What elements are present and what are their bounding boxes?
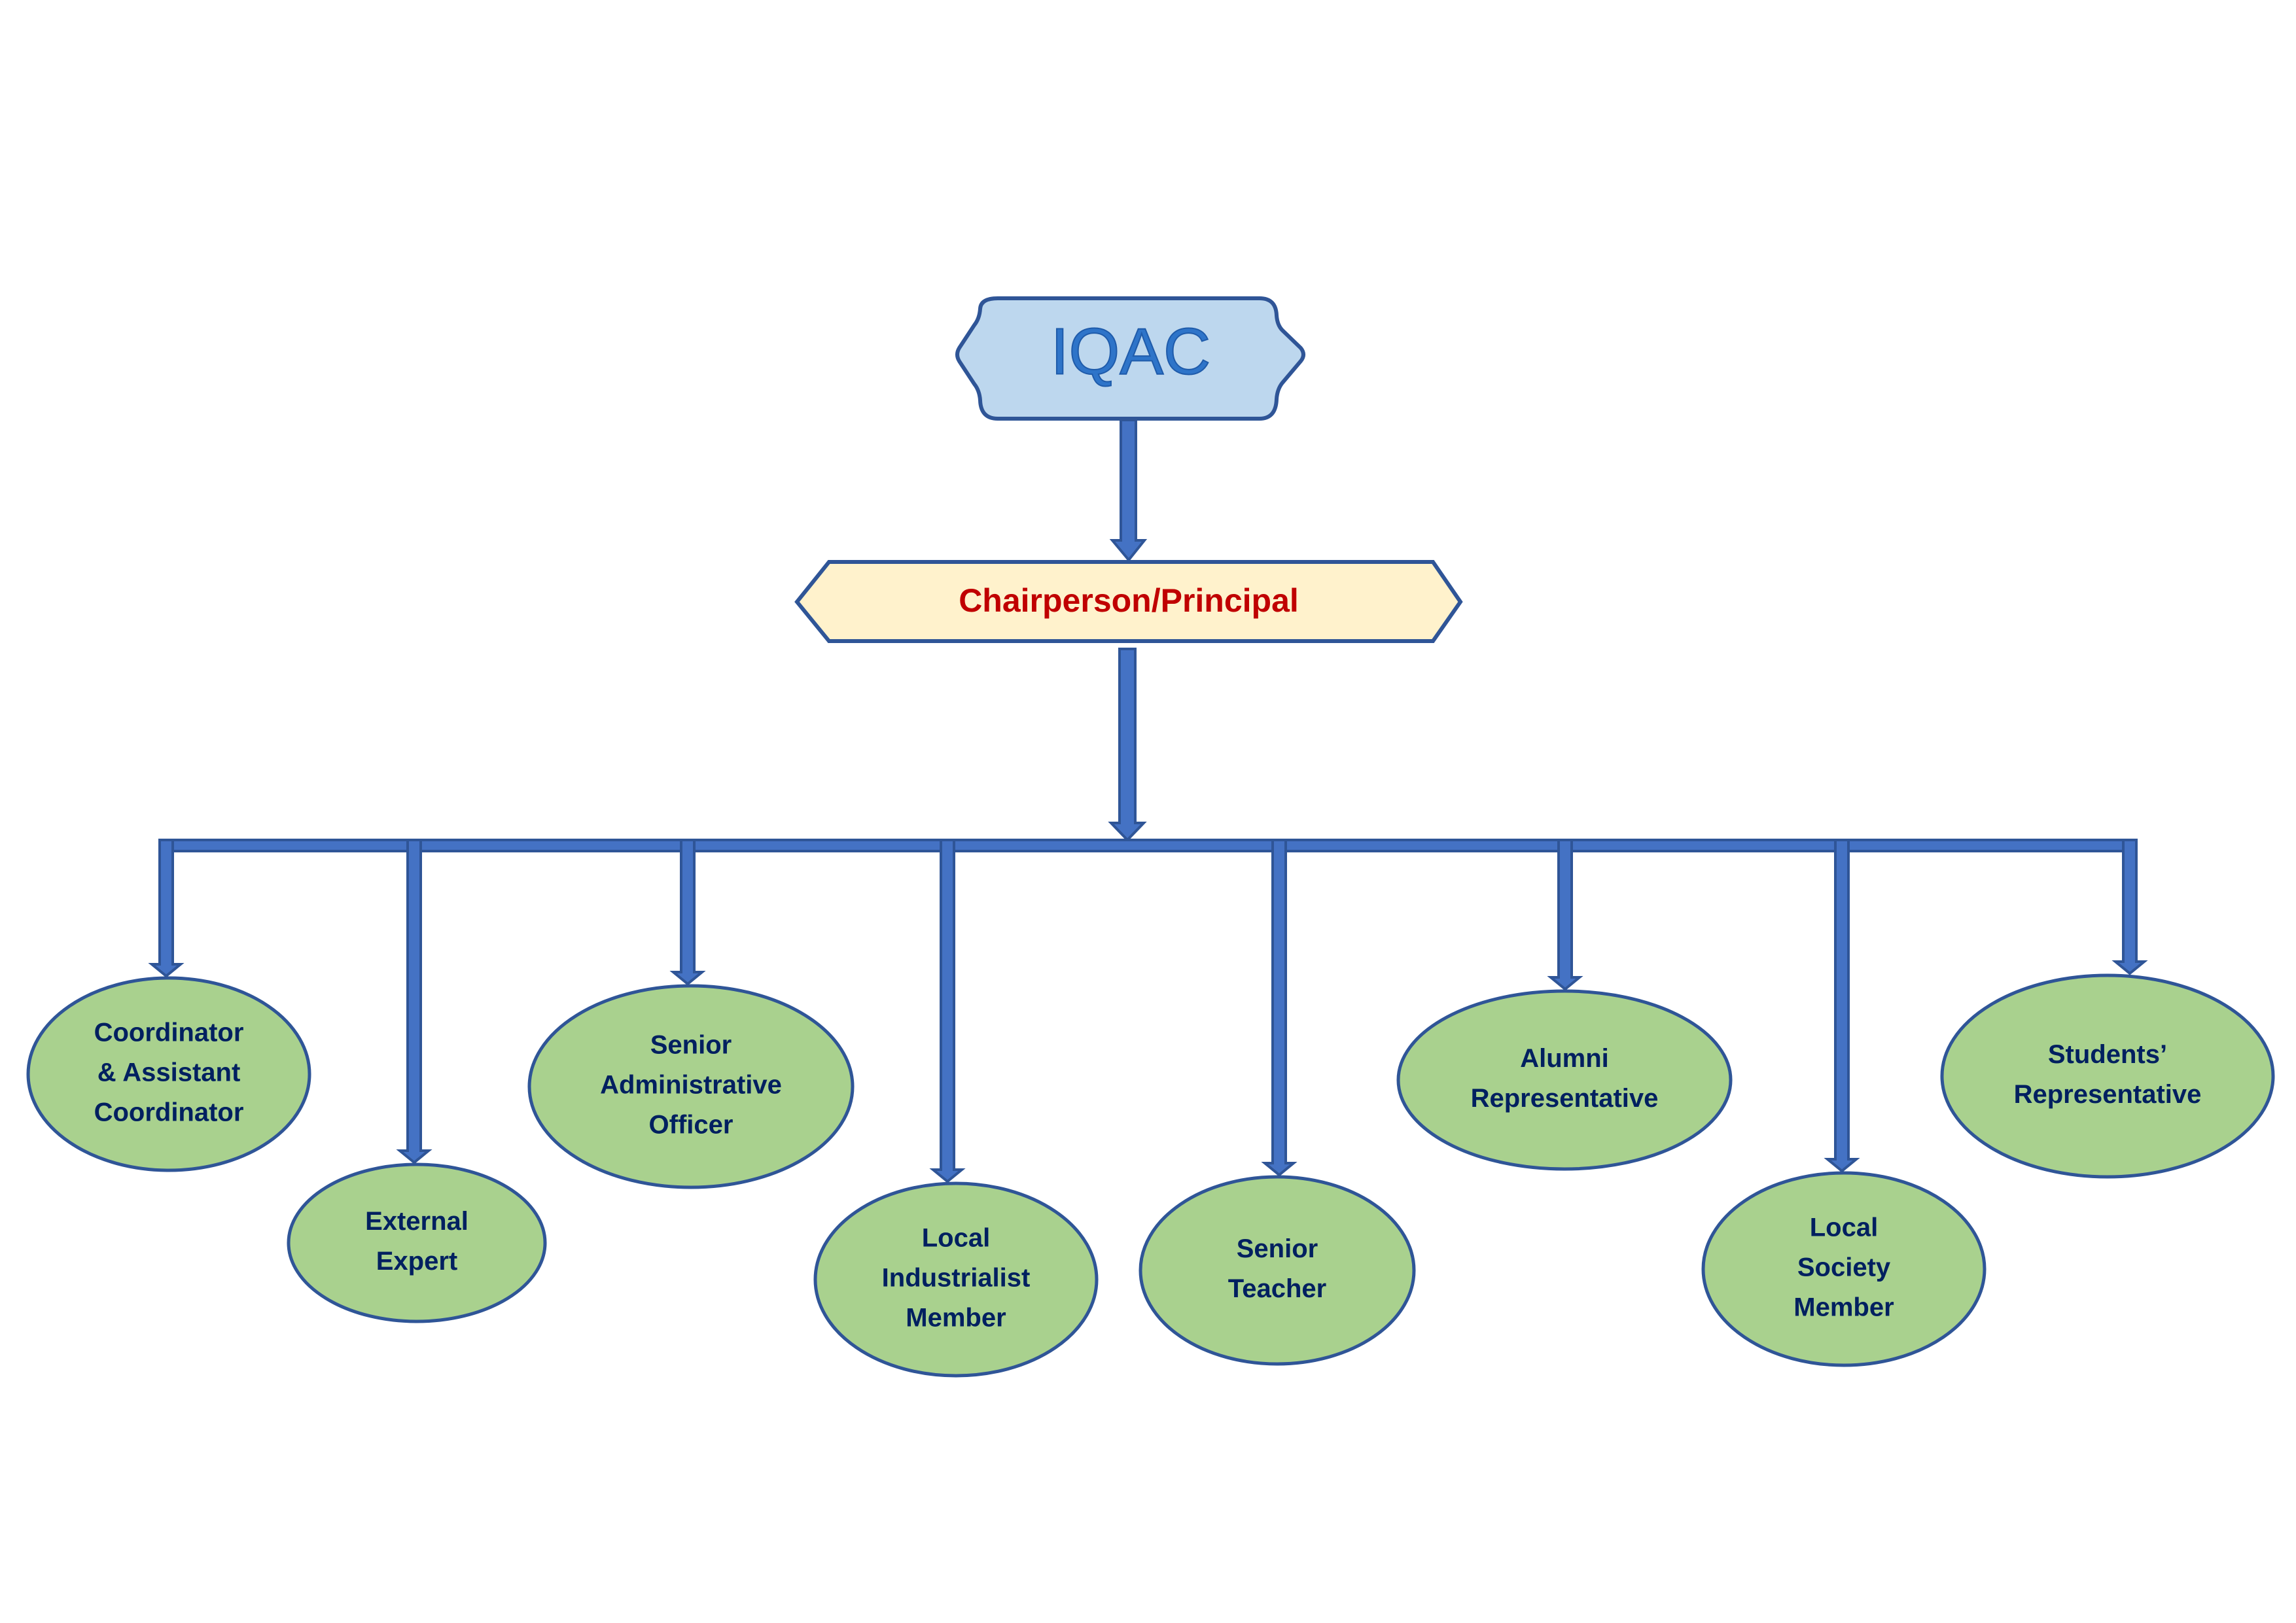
- member-ellipse: [1396, 989, 1733, 1171]
- chair-node-label: Chairperson/Principal: [959, 582, 1299, 619]
- chair-to-bus-arrow: [1108, 648, 1147, 842]
- member-label-line: Senior: [650, 1031, 732, 1060]
- branch-arrow-local-society-member: [1824, 839, 1860, 1173]
- member-ellipse: [1940, 973, 2275, 1179]
- branch-arrow-senior-administrative-officer: [669, 839, 706, 986]
- member-label-line: Local: [922, 1224, 990, 1253]
- member-ellipse: [1701, 1171, 1987, 1367]
- member-label-line: Industrialist: [882, 1264, 1031, 1293]
- member-label-line: Coordinator: [94, 1098, 244, 1127]
- member-label-line: Teacher: [1228, 1274, 1326, 1303]
- member-nodes: Coordinator& AssistantCoordinatorExterna…: [26, 973, 2275, 1378]
- branch-arrow-local-industrialist-member: [929, 839, 966, 1183]
- member-label-line: Administrative: [600, 1071, 782, 1100]
- branch-arrow-alumni-representative: [1547, 839, 1583, 991]
- chair-node: Chairperson/Principal: [794, 560, 1463, 643]
- member-label-line: Representative: [1471, 1084, 1659, 1113]
- member-label-line: Alumni: [1520, 1044, 1609, 1073]
- member-label-line: External: [365, 1207, 468, 1236]
- member-label-line: Member: [1793, 1293, 1894, 1322]
- root-to-chair-arrow: [1109, 419, 1148, 563]
- branch-arrow-external-expert: [396, 839, 433, 1164]
- member-label-line: Representative: [2014, 1080, 2202, 1109]
- member-label-line: Senior: [1237, 1234, 1318, 1263]
- root-node-label: IQAC: [1051, 315, 1210, 388]
- member-label-line: Member: [906, 1304, 1006, 1333]
- member-ellipse: [1139, 1175, 1416, 1366]
- member-ellipse: [527, 984, 855, 1189]
- root-node: IQAC: [955, 296, 1305, 421]
- member-node-students-representative: Students’ Representative: [1940, 973, 2275, 1179]
- member-label-line: Coordinator: [94, 1019, 244, 1047]
- chair-node-shape: [794, 560, 1463, 643]
- member-label-line: Officer: [649, 1111, 733, 1140]
- branch-arrow-senior-teacher: [1261, 839, 1298, 1177]
- branch-arrow-coordinator: [148, 839, 185, 978]
- branch-arrow-students-representative: [2111, 839, 2148, 975]
- member-label-line: Expert: [376, 1247, 458, 1276]
- member-label-line: Society: [1797, 1253, 1891, 1282]
- member-label-line: Local: [1810, 1213, 1878, 1242]
- member-label-line: Students’: [2048, 1040, 2167, 1069]
- member-ellipse: [26, 976, 311, 1172]
- member-ellipse: [813, 1181, 1099, 1378]
- member-ellipse: [287, 1162, 547, 1323]
- member-label-line: & Assistant: [97, 1058, 241, 1087]
- member-branches: [148, 839, 2148, 1183]
- root-node-shape: [955, 296, 1305, 421]
